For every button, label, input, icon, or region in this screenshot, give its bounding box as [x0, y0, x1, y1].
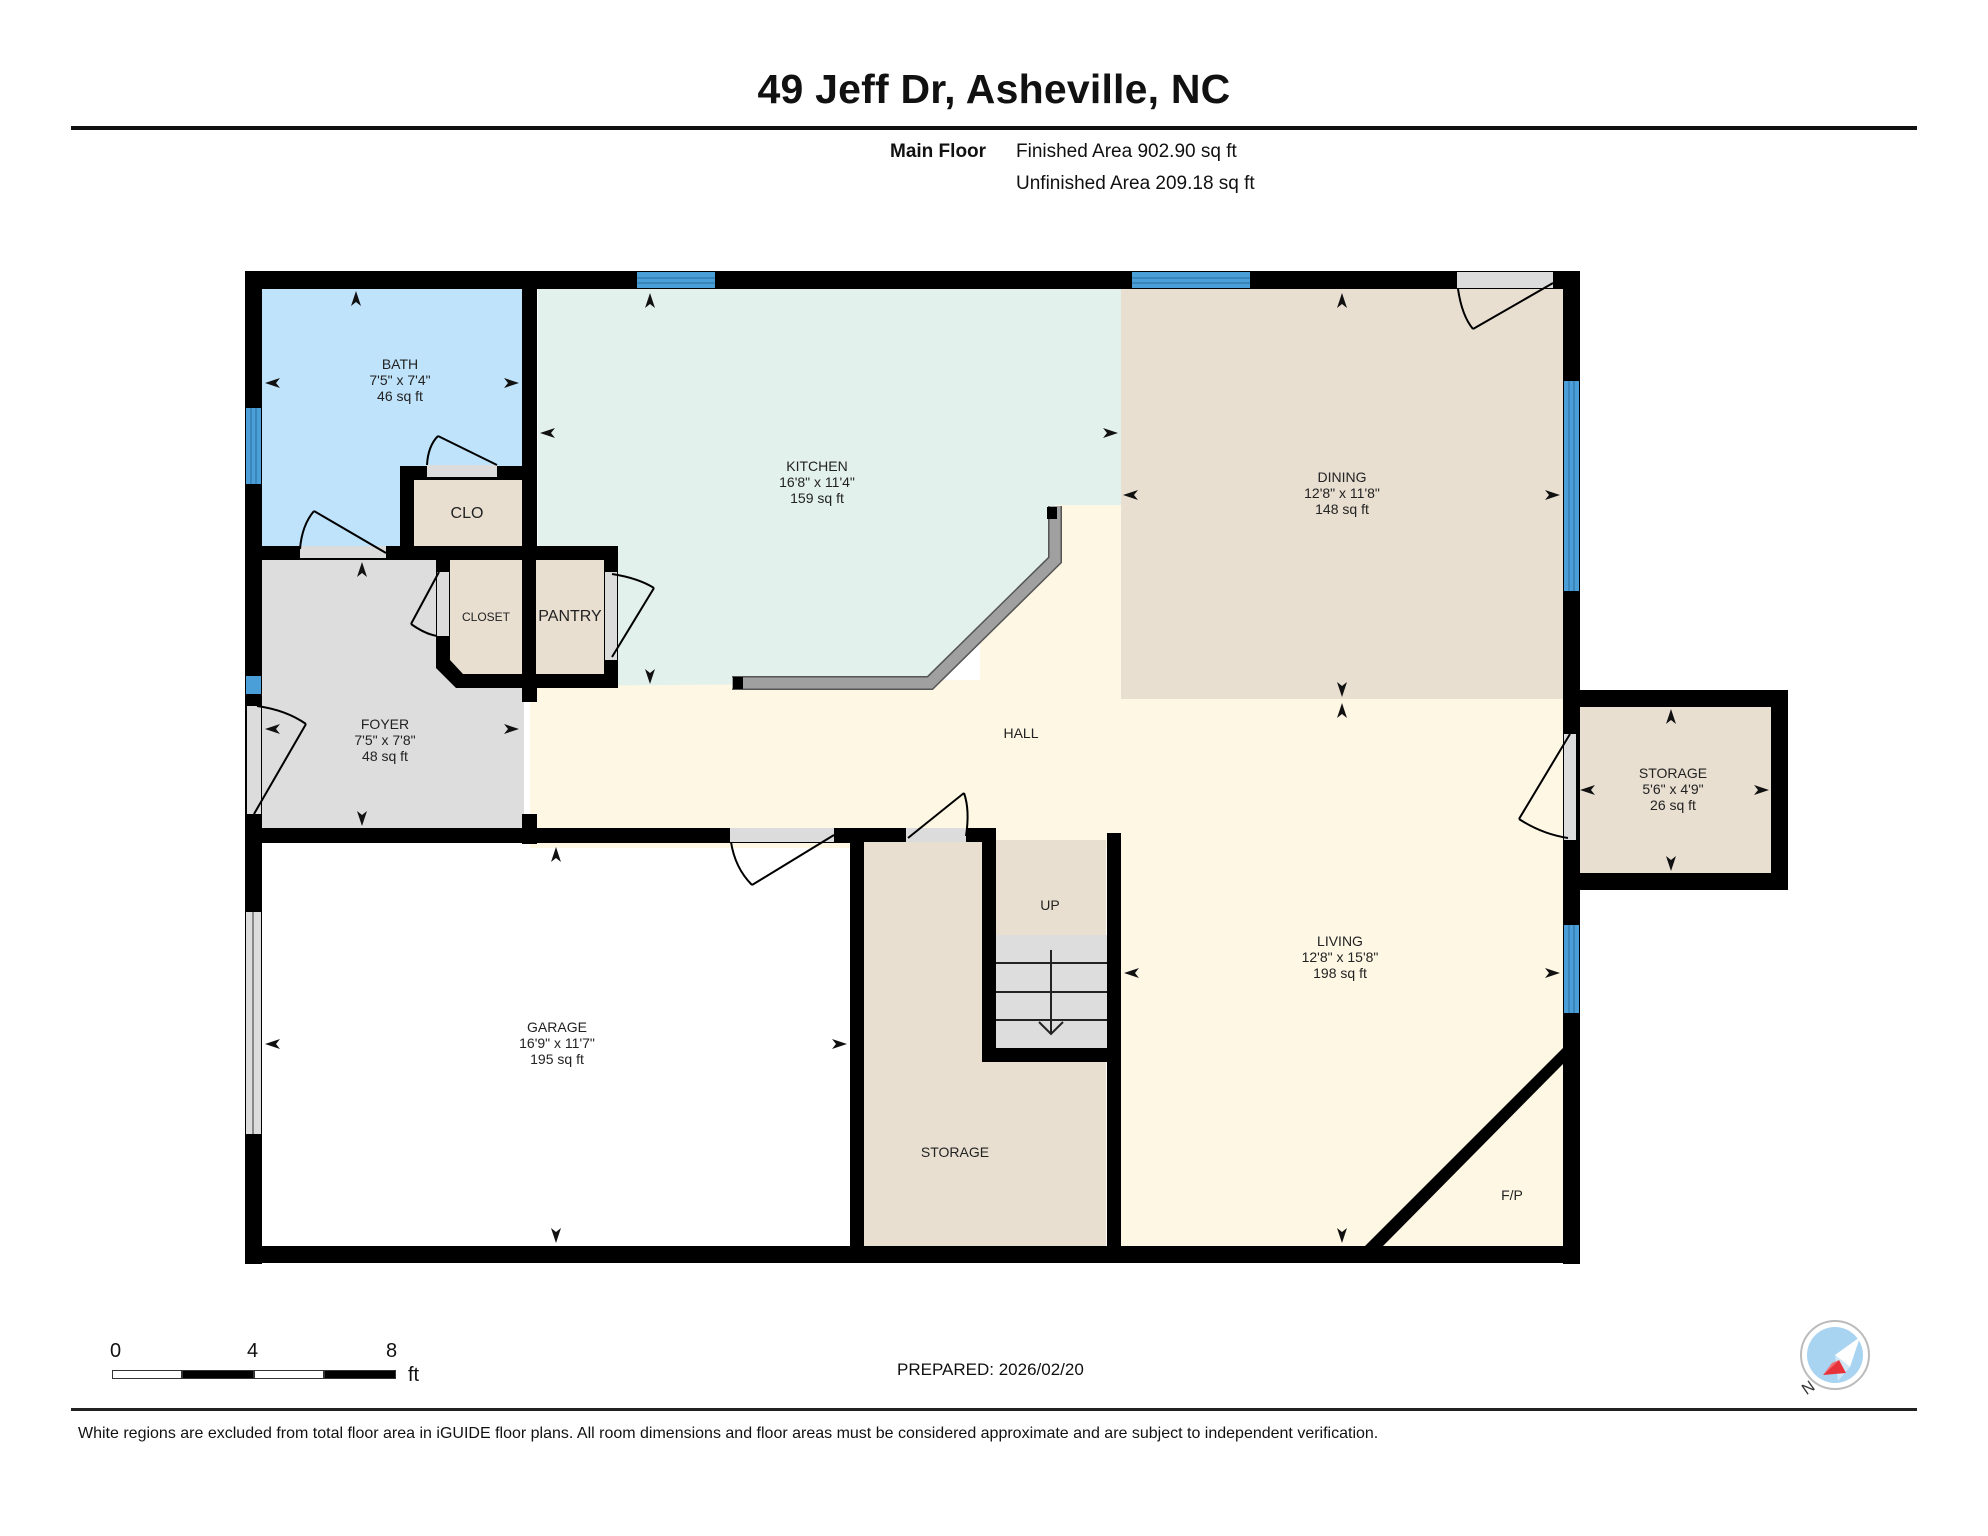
scale-segment — [324, 1370, 396, 1379]
garage-area: 195 sq ft — [530, 1051, 584, 1067]
scale-segment — [254, 1370, 324, 1379]
foyer-name: FOYER — [361, 716, 409, 732]
window-dining-right — [1564, 381, 1579, 591]
dining-dims: 12'8" x 11'8" — [1304, 485, 1380, 501]
compass-icon: N — [1790, 1315, 1900, 1415]
living-name: LIVING — [1317, 933, 1363, 949]
foyer-dims: 7'5" x 7'8" — [354, 732, 415, 748]
storage-lower-name: STORAGE — [921, 1144, 989, 1160]
fireplace-label: F/P — [1501, 1187, 1523, 1203]
kitchen-name: KITCHEN — [786, 458, 847, 474]
bath-dims: 7'5" x 7'4" — [369, 372, 430, 388]
footer-divider — [71, 1408, 1917, 1411]
window-dining — [1132, 272, 1250, 288]
stairs-label: UP — [1040, 897, 1059, 913]
unfinished-area: Unfinished Area 209.18 sq ft — [1016, 173, 1255, 194]
pantry-name: PANTRY — [538, 608, 602, 625]
scale-segment — [182, 1370, 254, 1379]
dining-fill — [1121, 289, 1563, 699]
bath-name: BATH — [382, 356, 418, 372]
dining-name: DINING — [1318, 469, 1367, 485]
windows — [246, 272, 1579, 1134]
floor-label: Main Floor — [890, 141, 987, 162]
doors — [247, 272, 1576, 886]
storage-right-dims: 5'6" x 4'9" — [1642, 781, 1703, 797]
storage-right-fill — [1577, 707, 1771, 873]
finished-area: Finished Area 902.90 sq ft — [1016, 141, 1237, 162]
closet-name: CLOSET — [462, 610, 511, 624]
hall-name: HALL — [1003, 725, 1038, 741]
walls — [245, 271, 1788, 1264]
room-labels: BATH 7'5" x 7'4" 46 sq ft CLO CLOSET PAN… — [354, 356, 1707, 1203]
room-fills — [262, 289, 1771, 1248]
clo-name: CLO — [451, 505, 484, 522]
garage-dims: 16'9" x 11'7" — [519, 1035, 595, 1051]
living-area: 198 sq ft — [1313, 965, 1367, 981]
window-living-right — [1564, 925, 1579, 1013]
page-title: 49 Jeff Dr, Asheville, NC — [757, 66, 1231, 112]
window-foyer — [246, 676, 261, 694]
scale-tick-0: 0 — [110, 1340, 122, 1362]
kitchen-area: 159 sq ft — [790, 490, 844, 506]
bath-area: 46 sq ft — [377, 388, 423, 404]
storage-right-name: STORAGE — [1639, 765, 1707, 781]
scale-segment — [112, 1370, 182, 1379]
disclaimer-text: White regions are excluded from total fl… — [78, 1425, 1379, 1442]
scale-tick-8: 8 — [386, 1340, 398, 1362]
closet-fill — [449, 560, 522, 674]
storage-right-area: 26 sq ft — [1650, 797, 1696, 813]
dimension-arrows — [265, 291, 1769, 1243]
garage-name: GARAGE — [527, 1019, 587, 1035]
clo-fill — [412, 480, 522, 546]
garage-fill — [262, 845, 852, 1247]
foyer-area: 48 sq ft — [362, 748, 408, 764]
living-dims: 12'8" x 15'8" — [1302, 949, 1379, 965]
header-divider — [71, 126, 1917, 130]
kitchen-counter — [732, 506, 1062, 690]
scale-bar: 0 4 8 ft — [110, 1340, 430, 1390]
kitchen-dims: 16'8" x 11'4" — [779, 474, 855, 490]
window-bath — [246, 408, 261, 484]
dining-area: 148 sq ft — [1315, 501, 1369, 517]
pantry-fill — [536, 557, 604, 674]
stairs — [996, 950, 1107, 1036]
scale-tick-4: 4 — [247, 1340, 259, 1362]
prepared-date: PREPARED: 2026/02/20 — [897, 1360, 1084, 1379]
scale-unit: ft — [408, 1364, 420, 1386]
kitchen-fill — [538, 289, 1122, 686]
window-kitchen — [637, 272, 715, 288]
